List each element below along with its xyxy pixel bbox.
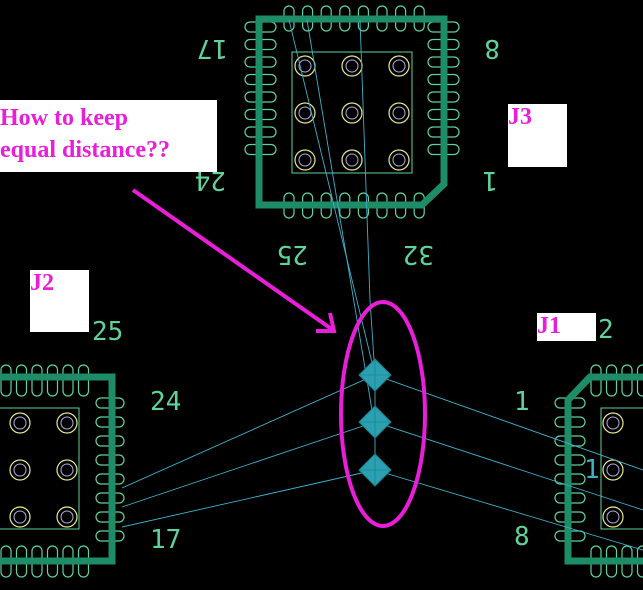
j2-pin-17: 17	[150, 525, 181, 555]
via-ring	[9, 459, 31, 481]
diff-vias[interactable]	[358, 358, 392, 487]
j2-pin-25: 25	[92, 317, 123, 347]
j1-outline	[564, 373, 643, 565]
j1-body	[600, 407, 643, 530]
j2-outline	[0, 373, 116, 565]
via-ring	[388, 149, 410, 171]
j1-pin-2: 2	[598, 315, 614, 345]
j1-label-1: 1	[584, 455, 600, 485]
ratsnest-line	[374, 469, 643, 551]
j2-pin-24: 24	[150, 387, 181, 417]
via-hole	[606, 416, 620, 430]
via-ring	[294, 102, 316, 124]
via-hole	[345, 59, 359, 73]
via-diamond-icon[interactable]	[358, 405, 392, 439]
via-hole	[345, 153, 359, 167]
via-hole	[606, 463, 620, 477]
via-ring	[56, 412, 78, 434]
via-hole	[392, 106, 406, 120]
via-hole	[298, 153, 312, 167]
ratsnest-line	[121, 374, 376, 489]
ratsnest-line	[374, 421, 643, 511]
j3-pin-25: 25	[277, 239, 308, 269]
via-hole	[392, 153, 406, 167]
j3-outline	[255, 15, 448, 209]
j3-pin-17: 17	[197, 33, 228, 63]
ratsnest-line	[359, 19, 371, 301]
via-diamond-icon[interactable]	[358, 358, 392, 392]
via-hole	[60, 463, 74, 477]
via-ring	[341, 55, 363, 77]
label-j2: J2	[30, 270, 89, 332]
via-hole	[298, 59, 312, 73]
j3-pin-1: 1	[482, 165, 498, 195]
via-hole	[13, 463, 27, 477]
via-facet	[359, 359, 391, 391]
via-ring	[341, 149, 363, 171]
via-hole	[13, 416, 27, 430]
via-hole	[606, 510, 620, 524]
label-j1: J1	[537, 313, 596, 341]
via-ring	[602, 506, 624, 528]
j3-pin-32: 32	[403, 239, 434, 269]
annotation-line-1: How to keep	[0, 105, 128, 131]
via-ring	[294, 149, 316, 171]
via-ring	[388, 102, 410, 124]
via-ring	[341, 102, 363, 124]
via-ring	[56, 459, 78, 481]
via-hole	[60, 416, 74, 430]
via-ring	[602, 459, 624, 481]
via-ring	[9, 506, 31, 528]
j1-pin-1: 1	[514, 387, 530, 417]
annotation-line-2: equal distance??	[0, 137, 171, 163]
question-annotation: How to keep equal distance??	[0, 100, 217, 172]
j1-pin-8: 8	[514, 522, 530, 552]
highlight-ellipse	[339, 300, 427, 528]
via-ring	[388, 55, 410, 77]
via-ring	[602, 412, 624, 434]
via-hole	[60, 510, 74, 524]
via-hole	[392, 59, 406, 73]
ratsnest-line	[121, 469, 376, 528]
label-j3: J3	[508, 104, 567, 167]
via-diamond-icon[interactable]	[358, 453, 392, 487]
component-j2[interactable]	[0, 364, 125, 578]
via-hole	[298, 106, 312, 120]
via-facet	[359, 454, 391, 486]
via-ring	[9, 412, 31, 434]
ratsnest-line	[306, 19, 375, 423]
ratsnest-line	[121, 421, 376, 508]
ratsnest-line	[374, 374, 643, 471]
arrow-icon	[131, 188, 337, 333]
component-j3[interactable]	[244, 5, 460, 219]
j3-body	[291, 51, 413, 174]
via-ring	[56, 506, 78, 528]
via-facet	[359, 406, 391, 438]
via-hole	[345, 106, 359, 120]
j2-body	[0, 407, 80, 530]
j3-pin-8: 8	[484, 33, 500, 63]
via-hole	[13, 510, 27, 524]
